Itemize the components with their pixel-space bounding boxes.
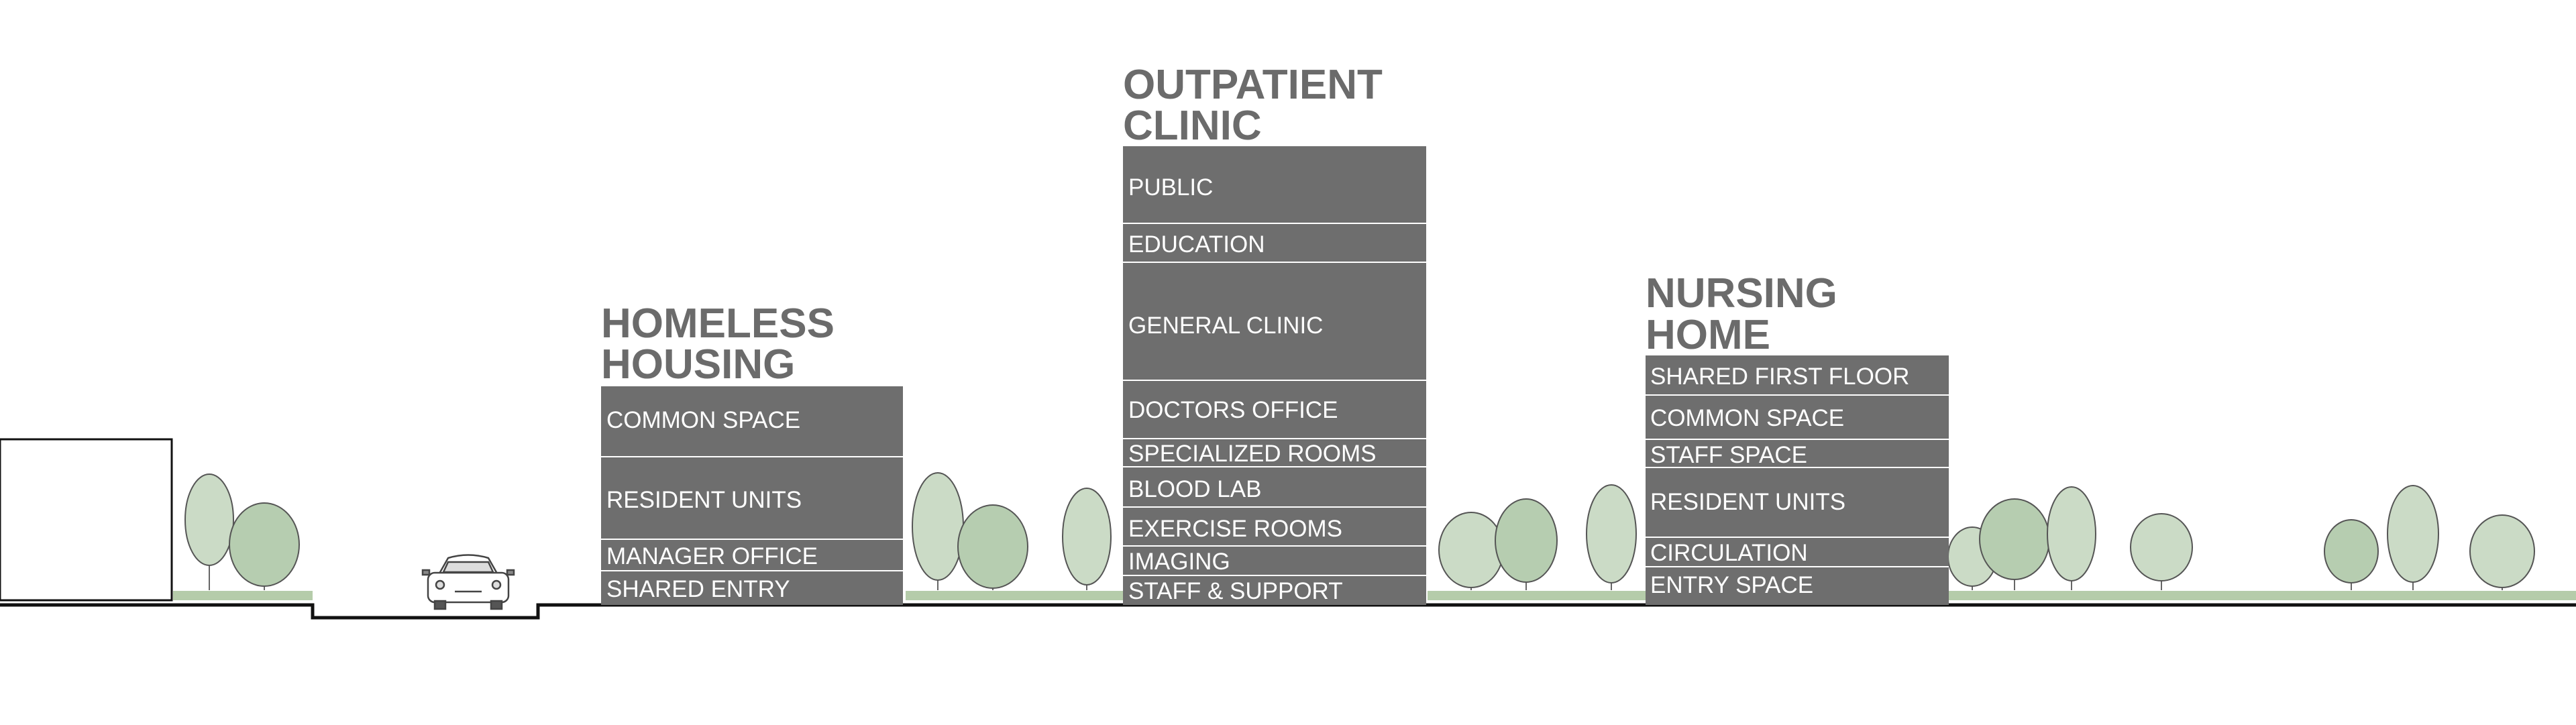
tree-icon bbox=[1438, 512, 1504, 590]
floor-label: EXERCISE ROOMS bbox=[1128, 516, 1342, 542]
tree-icon bbox=[1495, 498, 1558, 590]
floor-label: COMMON SPACE bbox=[606, 407, 800, 433]
grass-strip bbox=[1949, 591, 2576, 600]
trees bbox=[184, 472, 2535, 590]
floor-label: RESIDENT UNITS bbox=[606, 487, 802, 513]
building-title: HOMELESS bbox=[601, 300, 835, 347]
existing-building-outline bbox=[0, 438, 173, 602]
tree-icon bbox=[1979, 498, 2050, 590]
tree-icon bbox=[229, 502, 300, 590]
floor-block bbox=[1123, 576, 1426, 605]
building-nursing-home: NURSING HOME SHARED FIRST FLOOR COMMON S… bbox=[1646, 270, 1949, 605]
grass-strip bbox=[173, 591, 313, 600]
floor-block bbox=[601, 386, 903, 456]
floor-block bbox=[1646, 567, 1949, 605]
grass-strips bbox=[173, 591, 2576, 600]
tree-icon bbox=[2387, 485, 2439, 590]
floor-label: SHARED FIRST FLOOR bbox=[1650, 364, 1909, 390]
floor-label: IMAGING bbox=[1128, 549, 1230, 575]
floor-label: BLOOD LAB bbox=[1128, 476, 1261, 502]
floor-label: ENTRY SPACE bbox=[1650, 572, 1813, 598]
floor-block bbox=[1646, 355, 1949, 394]
floor-block bbox=[1123, 146, 1426, 223]
building-homeless-housing: HOMELESS HOUSING COMMON SPACE RESIDENT U… bbox=[601, 300, 903, 605]
floor-label: CIRCULATION bbox=[1650, 540, 1808, 566]
floor-label: STAFF & SUPPORT bbox=[1128, 578, 1343, 604]
floor-block bbox=[1123, 263, 1426, 380]
floor-block bbox=[1123, 381, 1426, 438]
floor-label: COMMON SPACE bbox=[1650, 405, 1844, 431]
floor-block bbox=[1123, 467, 1426, 506]
grass-strip bbox=[906, 591, 1124, 600]
floor-label: PUBLIC bbox=[1128, 174, 1213, 201]
floor-block bbox=[601, 457, 903, 539]
tree-icon bbox=[2324, 519, 2379, 590]
tree-icon bbox=[912, 472, 964, 590]
tree-icon bbox=[957, 504, 1028, 590]
floor-label: SHARED ENTRY bbox=[606, 576, 790, 602]
car-icon bbox=[421, 554, 515, 610]
grass-strip bbox=[1428, 591, 1646, 600]
building-title: OUTPATIENT bbox=[1123, 62, 1383, 108]
floor-label: SPECIALIZED ROOMS bbox=[1128, 441, 1377, 467]
floor-label: GENERAL CLINIC bbox=[1128, 313, 1323, 339]
tree-icon bbox=[1062, 488, 1112, 590]
floor-label: STAFF SPACE bbox=[1650, 442, 1807, 468]
floor-label: MANAGER OFFICE bbox=[606, 543, 818, 569]
floor-block bbox=[1646, 538, 1949, 566]
floor-label: RESIDENT UNITS bbox=[1650, 489, 1845, 515]
tree-icon bbox=[2130, 513, 2193, 590]
floor-block bbox=[1646, 468, 1949, 537]
floor-label: EDUCATION bbox=[1128, 231, 1265, 258]
floor-block bbox=[1123, 224, 1426, 262]
floor-block bbox=[1646, 440, 1949, 467]
building-outpatient-clinic: OUTPATIENT CLINIC PUBLIC EDUCATION GENER… bbox=[1123, 62, 1426, 605]
floor-block bbox=[1123, 547, 1426, 575]
floor-label: DOCTORS OFFICE bbox=[1128, 397, 1338, 423]
tree-icon bbox=[2047, 486, 2096, 590]
tree-icon bbox=[1586, 484, 1637, 590]
floor-block bbox=[1123, 439, 1426, 466]
floor-block bbox=[601, 540, 903, 570]
building-title: HOME bbox=[1646, 312, 1770, 358]
floor-block bbox=[601, 571, 903, 605]
building-title: HOUSING bbox=[601, 341, 795, 388]
ground-line bbox=[0, 603, 2576, 620]
building-title: CLINIC bbox=[1123, 103, 1262, 149]
building-title: NURSING bbox=[1646, 270, 1837, 317]
tree-icon bbox=[184, 473, 234, 590]
tree-icon bbox=[2469, 514, 2535, 590]
floor-block bbox=[1123, 508, 1426, 545]
floor-block bbox=[1646, 396, 1949, 439]
